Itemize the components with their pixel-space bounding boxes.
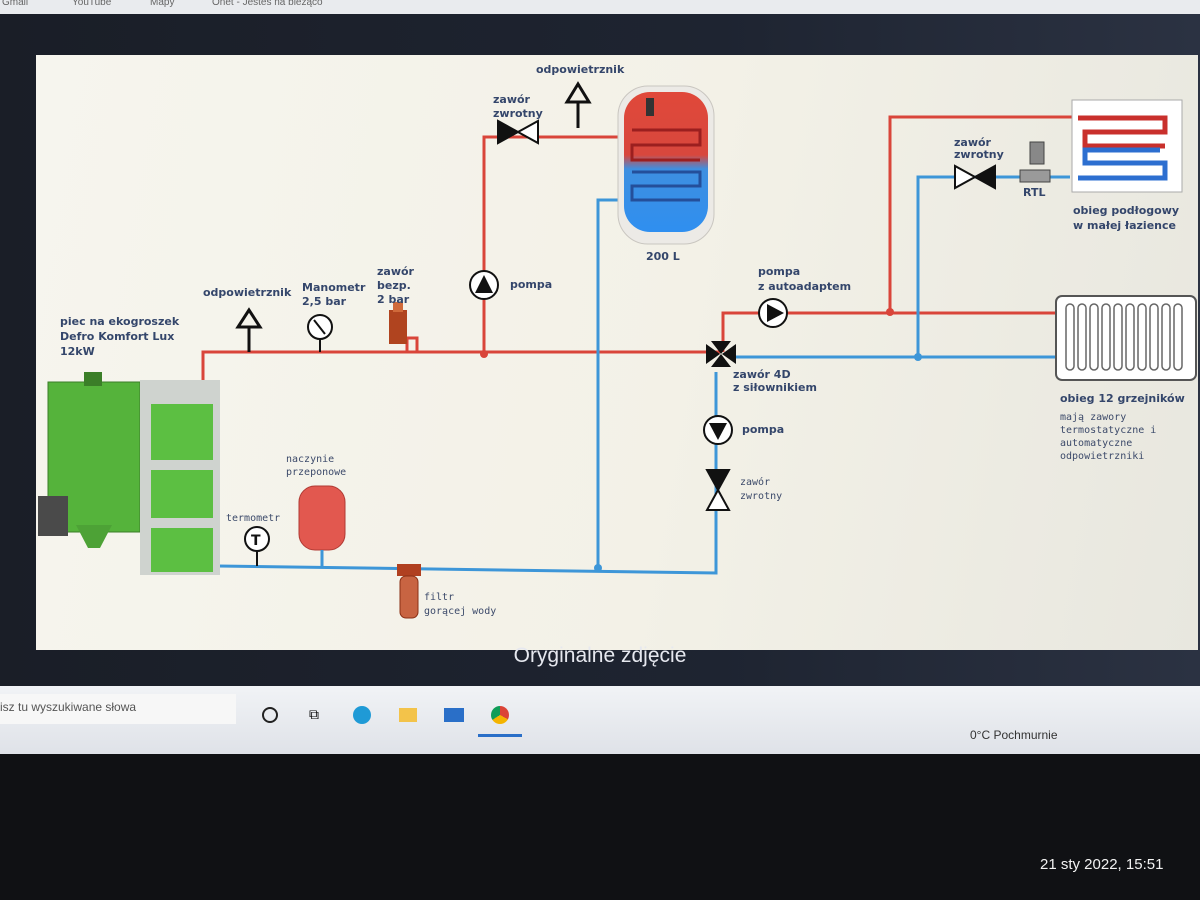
vent-icon [564, 81, 592, 128]
vent-icon [235, 307, 263, 352]
browser-bookmarks-bar: Gmail YouTube Mapy Onet - Jestes na bież… [0, 0, 1200, 14]
label-check-valve: zawór [493, 93, 531, 106]
label-safety-valve: zawór [377, 265, 415, 278]
junction [480, 350, 488, 358]
weather-status[interactable]: 0°C Pochmurnie [970, 728, 1058, 742]
file-explorer-icon[interactable] [396, 703, 420, 727]
four-way-valve-icon [706, 341, 736, 367]
pump-icon [469, 270, 499, 300]
label-manometer: Manometr [302, 281, 366, 294]
search-input[interactable] [0, 694, 236, 724]
thermometer-icon: T [244, 526, 270, 566]
label-manometer: 2,5 bar [302, 295, 347, 308]
pump-icon [758, 298, 788, 328]
floor-heating-panel [1071, 99, 1183, 193]
label-boiler: 12kW [60, 345, 95, 358]
label-valve-4d: z siłownikiem [733, 381, 817, 394]
label-pump-auto: z autoadaptem [758, 280, 851, 293]
label-radiators-note: termostatyczne i [1060, 425, 1156, 436]
water-tank [617, 85, 715, 245]
junction [914, 353, 922, 361]
bookmark-gmail[interactable]: Gmail [2, 0, 29, 8]
radiator-icon [1055, 295, 1197, 381]
label-check-valve: zwrotny [740, 491, 782, 502]
label-expansion-vessel: naczynie [286, 454, 334, 465]
label-valve-4d: zawór 4D [733, 368, 791, 381]
pump-icon [703, 415, 733, 445]
diagram-labels: piec na ekogroszek Defro Komfort Lux 12k… [60, 63, 1185, 617]
boiler-image [38, 372, 220, 575]
bookmark-maps[interactable]: Mapy [150, 0, 175, 8]
label-vent: odpowietrznik [536, 63, 625, 76]
slide-caption: Oryginalne zdjęcie [513, 644, 687, 667]
safety-valve-icon [389, 302, 407, 344]
label-pump: pompa [742, 423, 784, 436]
cortana-icon[interactable] [258, 703, 282, 727]
label-boiler: Defro Komfort Lux [60, 330, 174, 343]
check-valve-icon [705, 469, 731, 511]
label-boiler: piec na ekogroszek [60, 315, 180, 328]
check-valve-icon [954, 164, 996, 190]
junction [886, 308, 894, 316]
label-pump-auto: pompa [758, 265, 800, 278]
label-check-valve: zawór [954, 136, 992, 149]
label-check-valve: zwrotny [954, 148, 1004, 161]
edge-icon[interactable] [350, 703, 374, 727]
label-radiators-note: automatyczne [1060, 438, 1132, 449]
active-app-indicator [478, 734, 522, 737]
chrome-icon[interactable] [488, 703, 512, 727]
junction [594, 564, 602, 572]
svg-text:T: T [251, 533, 261, 549]
label-safety-valve: 2 bar [377, 293, 410, 306]
label-tank-volume: 200 L [646, 250, 680, 263]
label-filter: filtr [424, 592, 454, 603]
bookmark-onet[interactable]: Onet - Jestes na bieżąco [212, 0, 323, 8]
mail-icon[interactable] [442, 703, 466, 727]
label-rtl: RTL [1023, 186, 1046, 199]
label-radiators-note: mają zawory [1060, 412, 1126, 423]
label-thermometer: termometr [226, 513, 280, 524]
check-valve-icon [497, 119, 539, 145]
label-floor-circuit: obieg podłogowy [1073, 204, 1179, 217]
label-safety-valve: bezp. [377, 279, 411, 292]
label-expansion-vessel: przeponowe [286, 467, 346, 478]
label-check-valve: zawór [740, 476, 770, 488]
label-pump: pompa [510, 278, 552, 291]
rtl-valve-icon [1019, 141, 1051, 183]
water-filter-icon [397, 564, 421, 619]
label-floor-circuit: w małej łazience [1073, 219, 1176, 232]
label-radiators-note: odpowietrzniki [1060, 451, 1144, 462]
bookmark-youtube[interactable]: YouTube [72, 0, 112, 8]
task-view-icon[interactable]: ⧉ [309, 707, 319, 723]
expansion-vessel [298, 485, 346, 566]
label-vent: odpowietrznik [203, 286, 292, 299]
search-placeholder: isz tu wyszukiwane słowa [0, 700, 137, 714]
manometer-icon [307, 314, 333, 352]
label-filter: gorącej wody [424, 606, 496, 617]
label-radiators: obieg 12 grzejników [1060, 392, 1185, 405]
label-check-valve: zwrotny [493, 107, 543, 120]
photo-timestamp: 21 sty 2022, 15:51 [1040, 856, 1164, 873]
